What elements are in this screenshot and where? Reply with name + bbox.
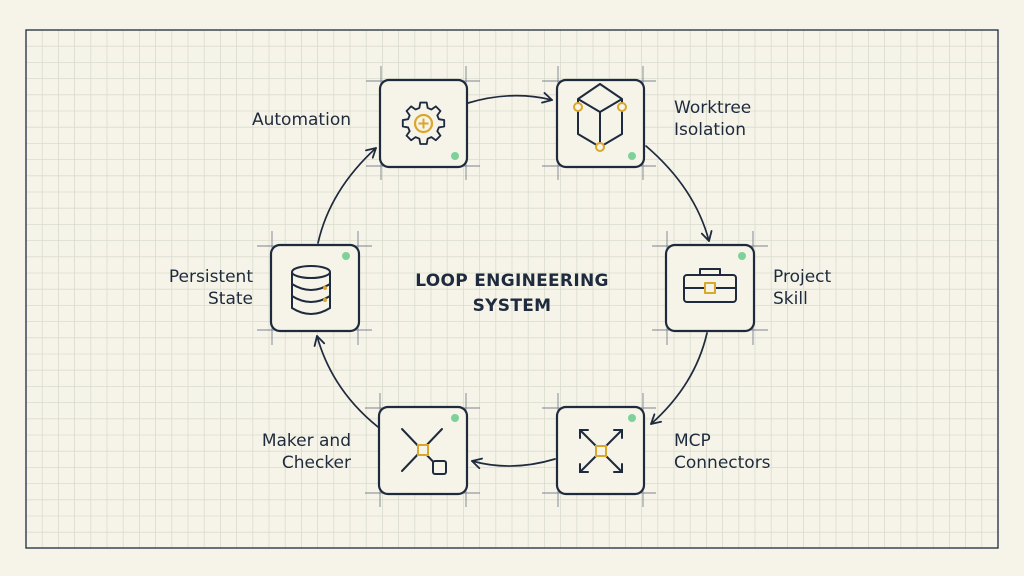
label-line: State	[208, 289, 253, 309]
status-dot	[342, 252, 350, 260]
expand-arrows-icon	[579, 429, 623, 473]
node-link-icon	[401, 428, 447, 475]
label-worktree-isolation: Worktree Isolation	[674, 97, 751, 141]
gear-icon	[401, 101, 446, 145]
node-worktree-isolation[interactable]	[542, 66, 656, 180]
node-automation[interactable]	[366, 66, 480, 180]
label-line: Connectors	[674, 453, 771, 473]
diagram-title: LOOP ENGINEERING SYSTEM	[392, 269, 632, 319]
label-line: Project	[773, 267, 832, 287]
arrow-automation-to-worktree	[467, 92, 553, 104]
status-dot	[451, 152, 459, 160]
status-dot	[628, 152, 636, 160]
flow-arrows	[313, 92, 713, 470]
label-persistent-state: Persistent State	[169, 266, 253, 310]
outer-frame	[25, 29, 999, 549]
label-line: Maker and	[261, 431, 351, 451]
briefcase-icon	[683, 268, 737, 303]
status-dot	[628, 414, 636, 422]
node-persistent-state[interactable]	[257, 231, 372, 345]
label-maker-and-checker: Maker and Checker	[262, 430, 351, 474]
node-maker-and-checker[interactable]	[365, 393, 480, 507]
label-line: Worktree	[674, 98, 752, 118]
label-line: Persistent	[168, 267, 253, 287]
title-line-1: LOOP ENGINEERING	[415, 271, 609, 291]
label-line: Checker	[281, 453, 351, 473]
status-dot	[451, 414, 459, 422]
arrow-persistent-to-automation	[317, 147, 377, 244]
arrow-worktree-to-project-skill	[645, 145, 713, 242]
node-project-skill[interactable]	[652, 231, 768, 345]
node-mcp-connectors[interactable]	[542, 393, 656, 507]
label-line: Isolation	[674, 120, 746, 140]
label-line: Automation	[251, 110, 351, 130]
label-line: MCP	[674, 431, 711, 451]
status-dot	[738, 252, 746, 260]
label-mcp-connectors: MCP Connectors	[674, 430, 771, 474]
label-automation: Automation	[252, 109, 351, 131]
arrow-maker-checker-to-persistent	[313, 335, 379, 428]
label-line: Skill	[773, 289, 808, 309]
cube-icon	[573, 83, 627, 152]
title-line-2: SYSTEM	[472, 296, 552, 316]
database-icon	[291, 265, 331, 315]
arrow-mcp-to-maker-checker	[471, 457, 556, 470]
arrow-project-skill-to-mcp	[650, 332, 708, 425]
label-project-skill: Project Skill	[773, 266, 831, 310]
